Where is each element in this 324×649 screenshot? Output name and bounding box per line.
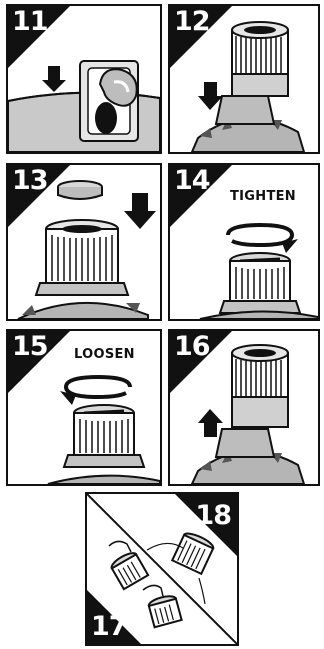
filter-cartridge-icon	[74, 405, 134, 455]
step-17-number: 17	[91, 611, 127, 642]
up-arrow-icon	[198, 409, 223, 437]
step-16-number: 16	[174, 332, 210, 362]
filter-cartridge-icon	[232, 345, 288, 427]
step-18-number: 18	[195, 500, 231, 531]
tighten-label: TIGHTEN	[230, 189, 296, 204]
step-12-number: 12	[174, 7, 210, 37]
step-17-18-panel: 18 17	[85, 492, 239, 646]
filter-cartridge-icon	[172, 530, 215, 573]
step-13-panel: 13	[6, 163, 162, 321]
step-11-number: 11	[12, 7, 48, 37]
step-15-panel: 15 LOOSEN	[6, 329, 162, 486]
step-16-panel: 16	[168, 329, 320, 486]
step-12-panel: 12	[168, 4, 320, 154]
filter-cartridge-icon	[230, 253, 290, 301]
step-11-panel: 11	[6, 4, 162, 154]
step-14-panel: 14 TIGHTEN	[168, 163, 320, 321]
filter-cartridge-icon	[232, 22, 288, 96]
step-14-number: 14	[174, 166, 210, 196]
filter-lid	[58, 181, 102, 199]
latch-part	[80, 61, 138, 141]
down-arrow-icon	[42, 66, 66, 92]
rotate-clockwise-icon	[228, 225, 298, 253]
filter-cartridge-icon	[46, 220, 118, 285]
down-arrow-icon	[124, 193, 156, 229]
step-15-number: 15	[12, 332, 48, 362]
rotate-counterclockwise-icon	[60, 377, 130, 405]
loosen-label: LOOSEN	[74, 347, 135, 362]
filter-cartridge-icon	[148, 594, 182, 627]
step-13-number: 13	[12, 166, 48, 196]
